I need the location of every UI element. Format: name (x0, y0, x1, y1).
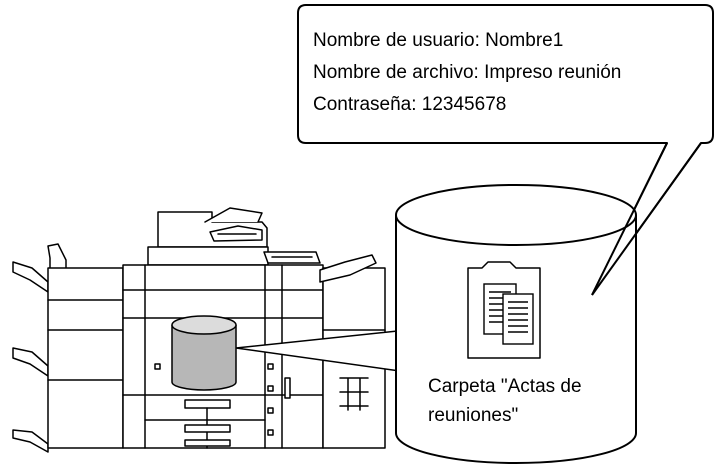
folder-label-line-2: reuniones" (428, 405, 518, 426)
folder-label-line-1: Carpeta "Actas de (428, 376, 582, 397)
callout-file-name: Nombre de archivo: Impreso reunión (313, 62, 621, 83)
storage-drum-icon (171, 315, 237, 391)
callout-tail (591, 142, 702, 296)
callout-bubble: Nombre de usuario: Nombre1 Nombre de arc… (297, 4, 714, 296)
document-icon (483, 283, 534, 345)
callout-user-name: Nombre de usuario: Nombre1 (313, 30, 563, 51)
callout-password: Contraseña: 12345678 (313, 94, 506, 115)
